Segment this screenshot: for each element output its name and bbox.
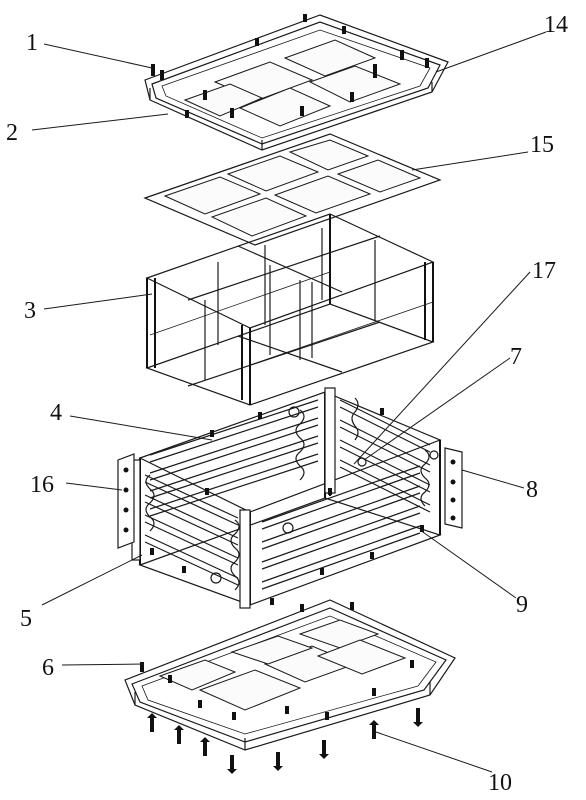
bottom-base-plate <box>124 599 456 774</box>
label-2: 2 <box>6 120 18 146</box>
label-15: 15 <box>530 132 554 158</box>
top-cover-plate <box>144 14 449 151</box>
label-3: 3 <box>24 298 36 324</box>
base-plate-bolts <box>140 602 414 720</box>
bottom-screws <box>147 708 423 774</box>
label-8: 8 <box>526 477 538 503</box>
leader-lines <box>31 31 547 773</box>
label-17: 17 <box>532 258 556 284</box>
top-plate-bolts <box>151 14 429 118</box>
wall-bolts <box>150 408 424 605</box>
back-right-tubes <box>339 399 431 513</box>
tube-wall-assembly <box>117 387 463 609</box>
front-left-tubes <box>144 474 239 586</box>
label-4: 4 <box>50 400 62 426</box>
left-flange-plate <box>117 453 135 549</box>
label-14: 14 <box>544 12 568 38</box>
label-7: 7 <box>510 344 522 370</box>
label-1: 1 <box>26 30 38 56</box>
gasket-plate <box>143 133 442 246</box>
label-6: 6 <box>42 655 54 681</box>
right-flange-plate <box>444 447 463 529</box>
label-5: 5 <box>20 606 32 632</box>
front-right-tubes <box>261 465 421 590</box>
label-10: 10 <box>488 770 512 796</box>
label-9: 9 <box>516 592 528 618</box>
inner-frame-cage <box>145 213 435 406</box>
back-left-tubes <box>149 399 319 517</box>
label-16: 16 <box>30 472 54 498</box>
part-labels: 1 2 3 4 5 6 7 8 9 10 14 15 16 17 <box>6 12 568 796</box>
tube-bends <box>145 397 430 591</box>
